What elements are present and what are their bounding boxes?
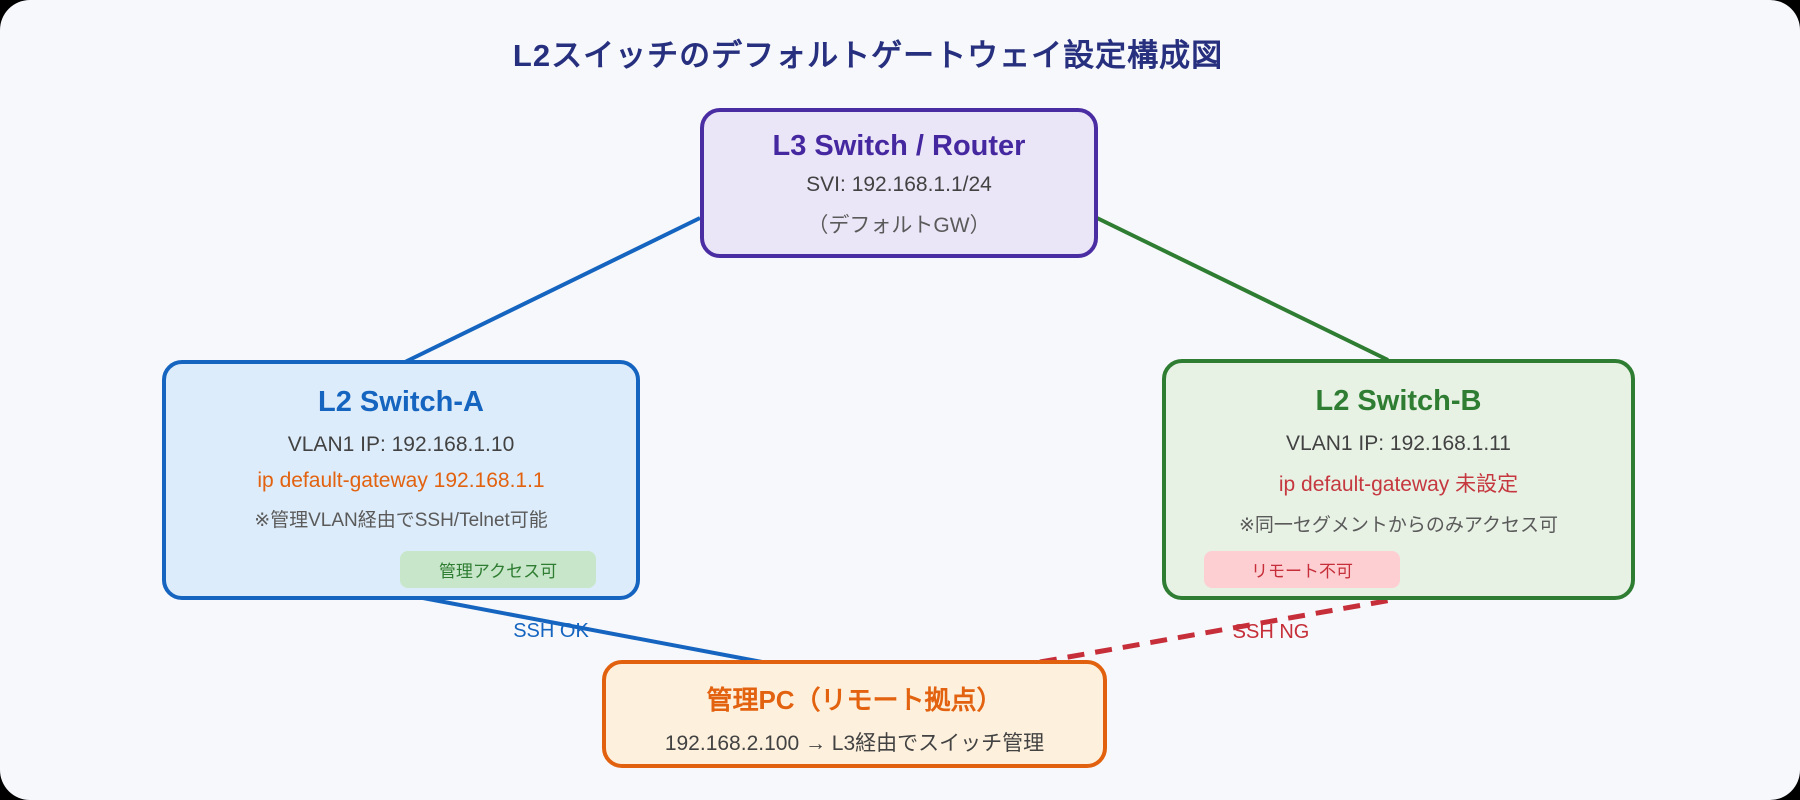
ssh-ng-label: SSH NG: [1232, 621, 1310, 643]
switch-a-note: ※管理VLAN経由でSSH/Telnet可能: [254, 510, 548, 531]
link-switch-a-to-pc-ssh-ok: [422, 596, 763, 664]
diagram-title: L2スイッチのデフォルトゲートウェイ設定構成図: [512, 38, 1224, 73]
l3-svi-address: SVI: 192.168.1.1/24: [806, 173, 992, 196]
ssh-ok-label: SSH OK: [513, 620, 589, 642]
switch-a-vlan-ip: VLAN1 IP: 192.168.1.10: [287, 433, 515, 456]
switch-b-vlan-ip: VLAN1 IP: 192.168.1.11: [1286, 432, 1511, 455]
l3-switch-title: L3 Switch / Router: [772, 130, 1026, 162]
switch-b-access-badge: リモート不可: [1204, 551, 1400, 588]
node-l3-switch-router: L3 Switch / Router SVI: 192.168.1.1/24 （…: [700, 108, 1098, 258]
node-management-pc: 管理PC（リモート拠点） 192.168.2.100 → L3経由でスイッチ管理: [602, 660, 1107, 768]
switch-b-gateway-config: ip default-gateway 未設定: [1278, 473, 1519, 496]
switch-b-note: ※同一セグメントからのみアクセス可: [1239, 515, 1558, 536]
link-l3-to-switch-b: [1096, 216, 1389, 362]
switch-a-title: L2 Switch-A: [318, 386, 484, 418]
link-pc-to-switch-b-ssh-ng: [1039, 596, 1398, 665]
management-pc-detail: 192.168.2.100 → L3経由でスイッチ管理: [664, 732, 1045, 755]
switch-a-gateway-config: ip default-gateway 192.168.1.1: [257, 469, 545, 492]
node-l2-switch-b: L2 Switch-B VLAN1 IP: 192.168.1.11 ip de…: [1162, 359, 1635, 600]
l3-default-gw-note: （デフォルトGW）: [807, 214, 991, 237]
switch-a-access-badge: 管理アクセス可: [400, 551, 596, 588]
switch-b-title: L2 Switch-B: [1315, 385, 1482, 417]
node-l2-switch-a: L2 Switch-A VLAN1 IP: 192.168.1.10 ip de…: [162, 360, 640, 600]
link-l3-to-switch-a: [404, 216, 701, 364]
management-pc-title: 管理PC（リモート拠点）: [706, 685, 1003, 715]
